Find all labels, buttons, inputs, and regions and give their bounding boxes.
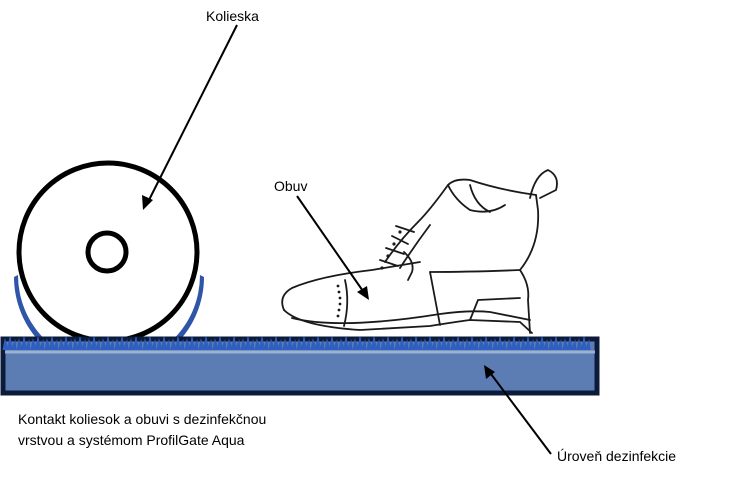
shoe-label: Obuv bbox=[274, 178, 308, 194]
bristle-tuft bbox=[212, 336, 227, 351]
bristle-tuft bbox=[198, 336, 213, 351]
shoe-drawing bbox=[281, 169, 558, 334]
bristle-tuft bbox=[16, 336, 31, 351]
bristle-tuft bbox=[366, 336, 381, 351]
bristle-tuft bbox=[254, 336, 269, 351]
bristle-tuft bbox=[86, 336, 101, 351]
shoe-arrowhead bbox=[357, 286, 369, 300]
mat-bristles bbox=[2, 336, 591, 351]
level-arrowhead bbox=[484, 365, 495, 379]
bristle-tuft bbox=[58, 336, 73, 351]
bristle-tuft bbox=[422, 336, 437, 351]
bristle-tuft bbox=[464, 336, 479, 351]
bristle-tuft bbox=[394, 336, 409, 351]
wheel-arrowhead bbox=[142, 195, 153, 210]
bristle-tuft bbox=[338, 336, 353, 351]
bristle-tuft bbox=[296, 336, 311, 351]
caption-line-1: Kontakt koliesok a obuvi s dezinfekčnou bbox=[18, 411, 267, 427]
bristle-tuft bbox=[128, 336, 143, 351]
bristle-tuft bbox=[408, 336, 423, 351]
bristle-tuft bbox=[352, 336, 367, 351]
wheel-label: Kolieska bbox=[206, 8, 259, 24]
bristle-tuft bbox=[240, 336, 255, 351]
bristle-tuft bbox=[100, 336, 115, 351]
bristle-tuft bbox=[170, 336, 185, 351]
disinfection-level-label: Úroveň dezinfekcie bbox=[557, 448, 677, 464]
shoe-pointer-arrow bbox=[296, 195, 366, 295]
bristle-tuft bbox=[520, 336, 535, 351]
caption: Kontakt koliesok a obuvi s dezinfekčnou … bbox=[18, 409, 266, 451]
bristle-tuft bbox=[450, 336, 465, 351]
bristle-tuft bbox=[576, 336, 591, 351]
bristle-tuft bbox=[114, 336, 129, 351]
wheel-pointer-arrow bbox=[146, 24, 238, 205]
bristle-tuft bbox=[142, 336, 157, 351]
pointer-arrows bbox=[142, 24, 552, 455]
bristle-tuft bbox=[184, 336, 199, 351]
bristle-tuft bbox=[282, 336, 297, 351]
bristle-tuft bbox=[44, 336, 59, 351]
bristle-tuft bbox=[506, 336, 521, 351]
bristle-tuft bbox=[548, 336, 563, 351]
shoe-perforations bbox=[336, 230, 402, 318]
bristle-tuft bbox=[226, 336, 241, 351]
level-pointer-arrow bbox=[487, 369, 552, 455]
bristle-tuft bbox=[324, 336, 339, 351]
bristle-tuft bbox=[268, 336, 283, 351]
bristle-tuft bbox=[72, 336, 87, 351]
bristle-tuft bbox=[380, 336, 395, 351]
bristle-tuft bbox=[492, 336, 507, 351]
bristle-tuft bbox=[156, 336, 171, 351]
bristle-tuft bbox=[310, 336, 325, 351]
wheel-hub bbox=[85, 230, 129, 274]
bristle-tuft bbox=[478, 336, 493, 351]
bristle-tuft bbox=[562, 336, 577, 351]
bristle-tuft bbox=[30, 336, 45, 351]
bristle-tuft bbox=[2, 336, 17, 351]
bristle-tuft bbox=[436, 336, 451, 351]
caption-line-2: vrstvou a systémom ProfilGate Aqua bbox=[18, 432, 245, 448]
bristle-tuft bbox=[534, 336, 549, 351]
